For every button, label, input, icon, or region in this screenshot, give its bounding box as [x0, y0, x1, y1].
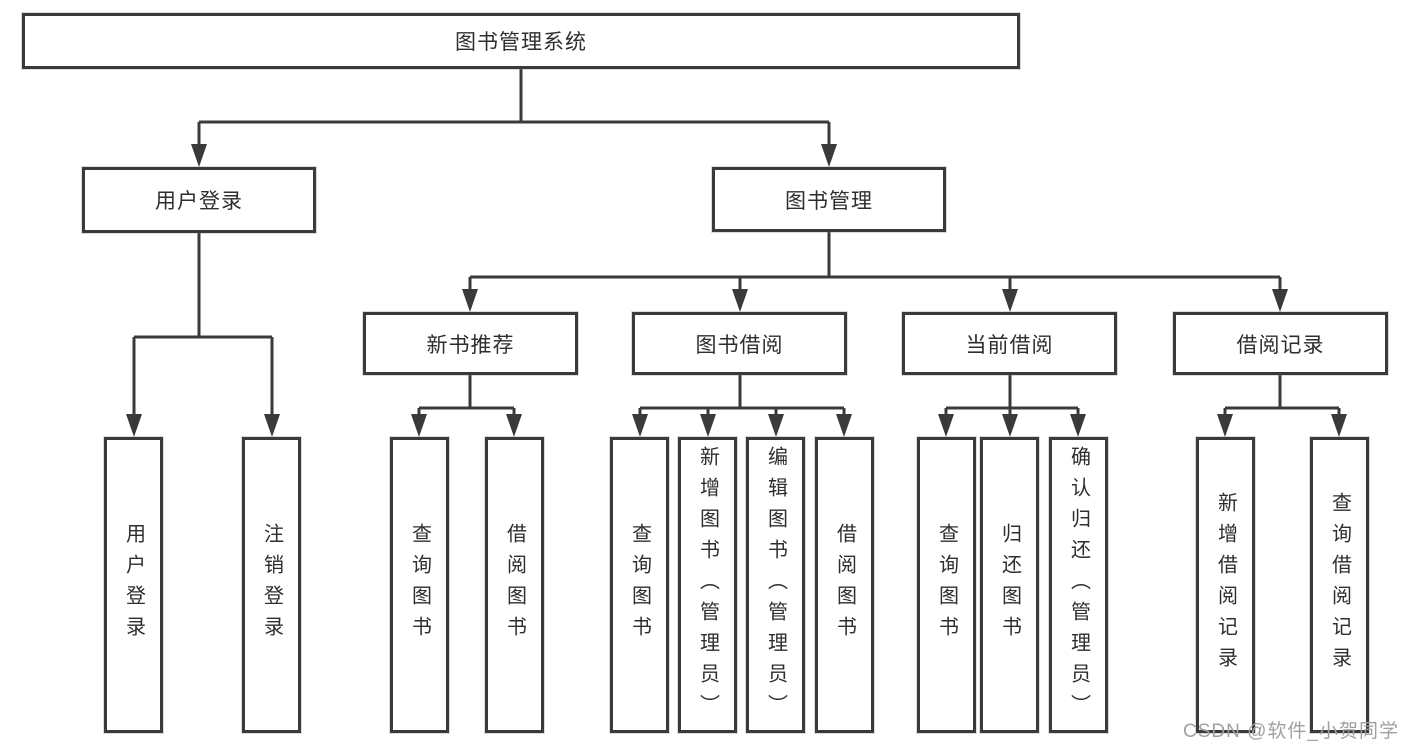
- node-label: 用户登录: [155, 190, 243, 213]
- node-book-management: 图书管理: [712, 167, 946, 232]
- connector-user-login-to-leaves: [126, 233, 280, 437]
- leaf-label: 借阅图书: [503, 523, 526, 647]
- node-library-management-system: 图书管理系统: [22, 13, 1020, 69]
- csdn-watermark: CSDN @软件_小贺同学: [1183, 721, 1399, 742]
- node-label: 图书管理系统: [455, 31, 587, 54]
- node-label: 图书管理: [785, 189, 873, 213]
- connector-root-to-level2: [191, 69, 837, 167]
- connector-current-borrow-to-leaves: [938, 375, 1086, 437]
- leaf-label: 查询图书: [935, 523, 958, 647]
- leaf-label: 确认归还（管理员）: [1067, 445, 1090, 725]
- leaf-logout: 注销登录: [242, 437, 301, 733]
- leaf-add-book-admin: 新增图书（管理员）: [678, 437, 737, 733]
- node-label: 图书借阅: [695, 333, 784, 357]
- node-book-borrow: 图书借阅: [632, 312, 847, 375]
- leaf-query-books-recommend: 查询图书: [390, 437, 449, 733]
- leaf-label: 查询借阅记录: [1328, 492, 1351, 678]
- node-current-borrow: 当前借阅: [902, 312, 1117, 375]
- connector-new-book-recommend-to-leaves: [411, 375, 522, 437]
- node-label: 借阅记录: [1236, 333, 1325, 357]
- leaf-return-book: 归还图书: [980, 437, 1039, 733]
- leaf-query-books-borrow: 查询图书: [610, 437, 669, 733]
- leaf-add-borrow-record: 新增借阅记录: [1196, 437, 1255, 733]
- leaf-label: 归还图书: [998, 523, 1021, 647]
- leaf-label: 注销登录: [260, 523, 283, 647]
- leaf-label: 查询图书: [628, 523, 651, 647]
- node-label: 新书推荐: [426, 333, 515, 357]
- connector-book-management-to-level3: [462, 232, 1288, 312]
- leaf-label: 借阅图书: [833, 523, 856, 647]
- leaf-borrow-books-recommend: 借阅图书: [485, 437, 544, 733]
- leaf-edit-book-admin: 编辑图书（管理员）: [746, 437, 805, 733]
- node-label: 当前借阅: [965, 333, 1054, 357]
- node-borrow-records: 借阅记录: [1173, 312, 1388, 375]
- leaf-label: 新增借阅记录: [1214, 492, 1237, 678]
- leaf-label: 编辑图书（管理员）: [764, 445, 787, 725]
- connector-borrow-records-to-leaves: [1217, 375, 1347, 437]
- leaf-query-borrow-record: 查询借阅记录: [1310, 437, 1369, 733]
- leaf-user-login: 用户登录: [104, 437, 163, 733]
- leaf-query-books-current: 查询图书: [917, 437, 976, 733]
- node-new-book-recommend: 新书推荐: [363, 312, 578, 375]
- leaf-label: 新增图书（管理员）: [696, 445, 719, 725]
- leaf-borrow-books: 借阅图书: [815, 437, 874, 733]
- leaf-label: 用户登录: [122, 523, 145, 647]
- node-user-login: 用户登录: [82, 167, 316, 233]
- connector-book-borrow-to-leaves: [632, 375, 852, 437]
- leaf-label: 查询图书: [408, 523, 431, 647]
- leaf-confirm-return-admin: 确认归还（管理员）: [1049, 437, 1108, 733]
